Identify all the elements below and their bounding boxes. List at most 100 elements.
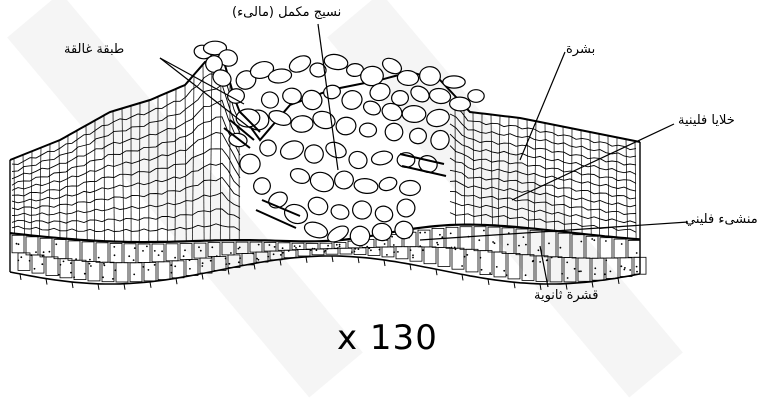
phelloderm-dot	[35, 251, 37, 253]
filling-tissue-cell	[278, 138, 306, 163]
filling-tissue-cell	[428, 128, 452, 153]
cork-cell-wall	[581, 130, 582, 234]
phelloderm-dot	[351, 251, 353, 253]
phelloderm-dot	[489, 272, 491, 274]
base-spike	[514, 282, 515, 288]
phelloderm-dot	[422, 249, 424, 251]
phelloderm-dot	[478, 239, 480, 241]
phelloderm-cell	[620, 258, 632, 277]
phelloderm-dot	[43, 251, 45, 253]
phelloderm-dot	[314, 248, 316, 250]
phelloderm-dot	[636, 266, 638, 268]
phelloderm-dot	[384, 243, 386, 245]
phelloderm-dot	[605, 240, 607, 242]
phelloderm-dot	[75, 258, 77, 260]
phelloderm-cell	[564, 258, 576, 282]
phelloderm-dot	[143, 266, 145, 268]
phelloderm-dot	[410, 249, 412, 251]
cork-cell-wall	[482, 113, 483, 224]
phelloderm-dot	[391, 236, 393, 238]
cork-cell-wall	[527, 119, 529, 228]
filling-tissue-cell	[311, 109, 338, 132]
filling-tissue-cell	[303, 143, 325, 165]
phelloderm-dot	[189, 259, 191, 261]
phelloderm-dot	[225, 258, 227, 260]
phelloderm-dot	[532, 260, 534, 262]
base-spike	[202, 274, 203, 280]
phelloderm-dot	[494, 242, 496, 244]
base-spike	[228, 268, 229, 274]
phelloderm-cell	[166, 244, 178, 261]
cork-cell-wall	[554, 125, 555, 231]
filling-tissue-cell	[348, 224, 372, 248]
filling-tissue-cell	[449, 97, 470, 112]
phelloderm-dot	[393, 251, 395, 253]
phelloderm-dot	[412, 257, 414, 259]
phelloderm-dot	[551, 257, 553, 259]
phelloderm-cell	[284, 250, 296, 258]
phelloderm-dot	[70, 272, 72, 274]
phelloderm-cell	[214, 257, 226, 271]
base-spike	[124, 284, 125, 290]
base-spike	[150, 282, 151, 288]
phelloderm-cell	[438, 247, 450, 266]
phelloderm-dot	[49, 251, 51, 253]
phelloderm-cell	[46, 257, 58, 276]
label-closing-layer: طبقة غالقة	[64, 43, 124, 56]
phelloderm-dot	[189, 268, 191, 270]
phelloderm-dot	[113, 246, 115, 248]
phelloderm-dot	[239, 257, 241, 259]
phelloderm-cell	[138, 244, 150, 262]
phelloderm-dot	[171, 264, 173, 266]
phelloderm-dot	[229, 263, 231, 265]
phelloderm-dot	[201, 265, 203, 267]
phelloderm-cell	[382, 247, 394, 257]
magnification-label: x 130	[337, 321, 438, 355]
cork-cell-wall	[113, 111, 114, 241]
filling-tissue-cell	[306, 194, 331, 217]
phelloderm-dot	[174, 257, 176, 259]
phelloderm-dot	[310, 249, 312, 251]
phelloderm-cell	[340, 248, 352, 254]
phelloderm-dot	[327, 248, 329, 250]
phelloderm-dot	[525, 274, 527, 276]
phelloderm-dot	[174, 265, 176, 267]
phelloderm-dot	[636, 252, 638, 254]
cork-cell-wall	[139, 103, 140, 242]
phelloderm-dot	[252, 253, 254, 255]
phelloderm-dot	[70, 262, 72, 264]
phelloderm-dot	[200, 250, 202, 252]
phelloderm-cell	[530, 230, 542, 256]
phelloderm-cell	[522, 255, 534, 281]
phelloderm-cell	[424, 247, 436, 264]
base-spike	[280, 259, 281, 265]
filling-tissue-cell	[302, 219, 329, 240]
phelloderm-dot	[295, 247, 297, 249]
cork-cell-wall	[31, 151, 32, 235]
tissue-drawing	[10, 41, 646, 290]
phelloderm-cell	[116, 263, 128, 282]
phelloderm-cell	[460, 227, 472, 250]
phelloderm-dot	[58, 274, 60, 276]
phelloderm-dot	[610, 271, 612, 273]
phelloderm-dot	[294, 245, 296, 247]
phelloderm-dot	[280, 254, 282, 256]
cork-cell-wall	[122, 108, 124, 241]
filling-tissue-cell	[399, 180, 420, 196]
filling-tissue-cell	[259, 90, 280, 110]
phelloderm-dot	[441, 236, 443, 238]
phelloderm-dot	[282, 252, 284, 254]
phelloderm-dot	[89, 259, 91, 261]
filling-tissue-cell	[267, 108, 293, 128]
phelloderm-dot	[621, 265, 623, 267]
phelloderm-dot	[455, 248, 457, 250]
phelloderm-dot	[148, 269, 150, 271]
phelloderm-dot	[424, 232, 426, 234]
phelloderm-dot	[605, 260, 607, 262]
phelloderm-dot	[29, 260, 31, 262]
label-phelloderm: قشرة ثانوية	[534, 289, 598, 302]
phelloderm-dot	[114, 254, 116, 256]
filling-tissue-cell	[236, 108, 261, 127]
phelloderm-dot	[171, 272, 173, 274]
phelloderm-dot	[16, 243, 18, 245]
